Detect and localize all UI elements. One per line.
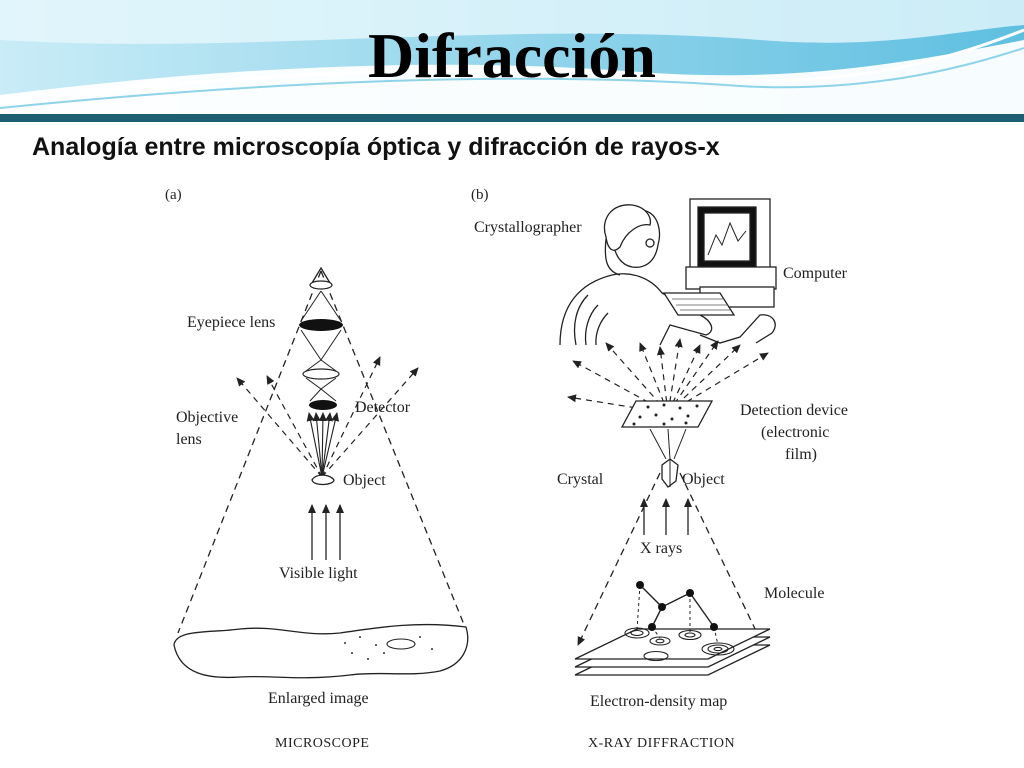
visible-light-label: Visible light (279, 565, 358, 582)
x-ray-arrows (640, 498, 692, 535)
film-spots (632, 403, 699, 426)
crystal-to-film (649, 428, 687, 460)
electron-density-map-label: Electron-density map (590, 693, 727, 710)
computer-label: Computer (783, 265, 848, 282)
enlarged-image-blob (173, 623, 469, 679)
crystallographer-figure (559, 204, 776, 346)
cone-right-edge (320, 270, 466, 628)
detection-device-film (620, 400, 714, 428)
eyepiece-lens-label: Eyepiece lens (187, 314, 275, 331)
panel-label-a: (a) (165, 187, 182, 203)
objective-label-line2: lens (176, 431, 202, 448)
eye-pupil (309, 280, 333, 290)
molecule-label: Molecule (764, 585, 824, 602)
image-specks (344, 636, 433, 660)
microscope-caption: MICROSCOPE (275, 736, 369, 751)
cone-left-b (577, 472, 661, 646)
x-rays-label: X rays (640, 540, 682, 557)
detection-device-label-2: (electronic (761, 424, 829, 441)
density-contours (624, 627, 735, 662)
xray-caption: X-RAY DIFFRACTION (588, 736, 735, 751)
molecule-structure (639, 584, 715, 628)
microscope-panel: (a) (165, 187, 469, 751)
enlarged-image-label: Enlarged image (268, 690, 369, 707)
object-label-b: Object (682, 471, 725, 488)
image-feature (386, 638, 416, 650)
objective-lens-shape (309, 400, 337, 410)
objective-rays (306, 412, 340, 478)
visible-light-arrows (308, 504, 344, 560)
cone-left-edge (177, 270, 322, 634)
object-specimen (311, 474, 335, 486)
cone-right-b (679, 472, 759, 636)
header-banner (0, 0, 1024, 122)
detection-device-label-1: Detection device (740, 402, 848, 419)
eyepiece-lens-shape (299, 319, 343, 331)
scattered-rays (236, 356, 419, 478)
object-label-a: Object (343, 472, 386, 489)
detector-label: Detector (355, 399, 411, 416)
intermediate-lens (302, 368, 340, 380)
slide-subtitle: Analogía entre microscopía óptica y difr… (32, 133, 720, 161)
diagram-figure: (a) (165, 187, 848, 751)
computer-icon (662, 198, 777, 316)
crystallographer-label: Crystallographer (474, 219, 582, 236)
objective-label-line1: Objective (176, 409, 238, 426)
electron-density-map (574, 628, 771, 676)
panel-label-b: (b) (471, 187, 489, 203)
slide-title: Difracción (368, 20, 656, 91)
xray-panel: (b) (471, 187, 848, 751)
detection-device-label-3: film) (785, 446, 817, 463)
crystal-label: Crystal (557, 471, 604, 488)
molecule-atoms (636, 581, 718, 631)
